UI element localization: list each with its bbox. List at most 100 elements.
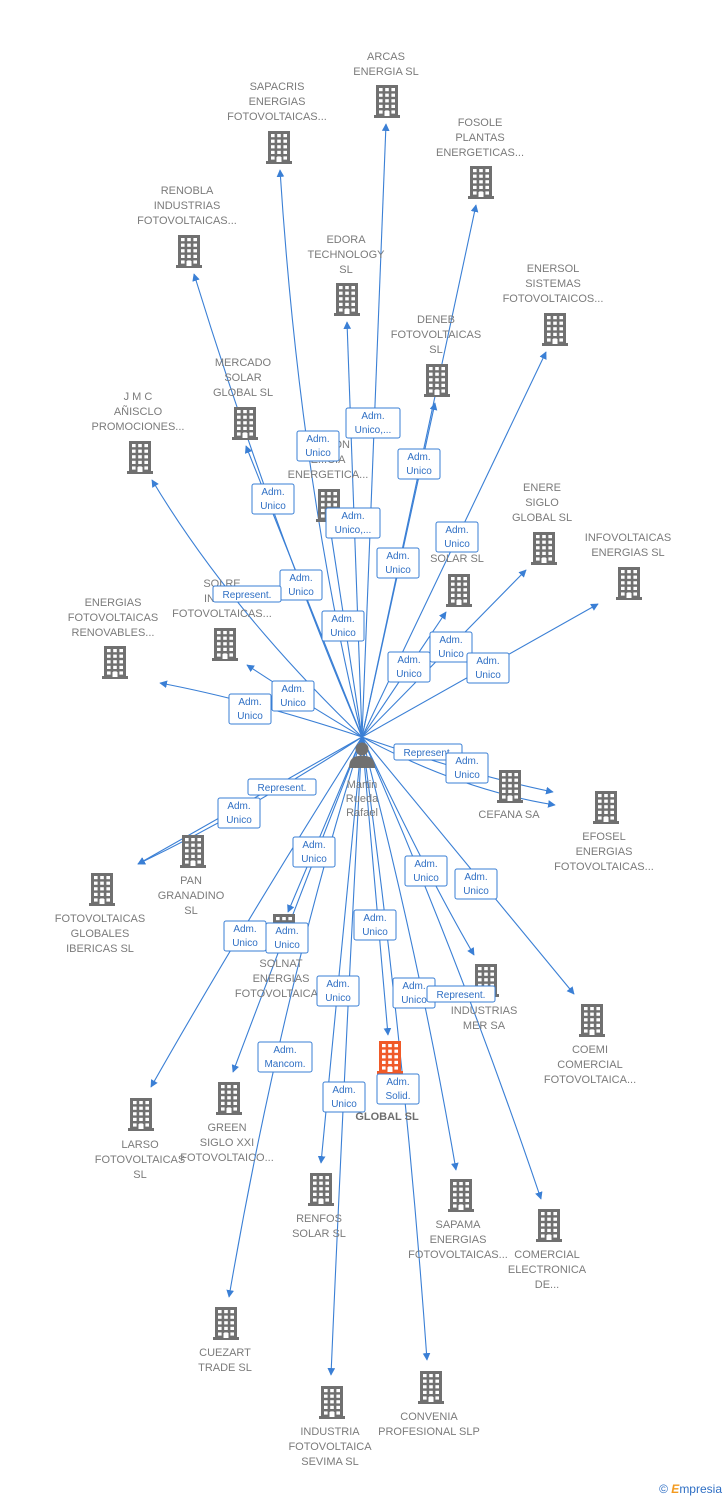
edge-label-edora[interactable]: Adm.Unico,...: [325, 507, 381, 539]
edge-label-larso[interactable]: Adm.Unico: [223, 920, 267, 952]
building-icon: [468, 166, 494, 199]
edge-label-text: Unico: [463, 886, 489, 897]
edge-label-solnat[interactable]: Adm.Unico: [292, 836, 336, 868]
edge-label-enere[interactable]: Adm.Unico: [429, 631, 473, 663]
edge-label-solar[interactable]: Adm.Unico: [387, 651, 431, 683]
edge-label-cefana[interactable]: Represent.: [393, 743, 463, 761]
company-node-efosel[interactable]: EFOSELENERGIASFOTOVOLTAICAS...: [554, 791, 654, 873]
company-name-line: ELECTRONICA: [508, 1264, 587, 1276]
company-node-comercial_elec[interactable]: COMERCIALELECTRONICADE...: [508, 1209, 587, 1291]
edge-label-comercial_elec[interactable]: Represent.: [426, 985, 496, 1003]
edge-label-infovoltaicas[interactable]: Adm.Unico: [466, 652, 510, 684]
edge-label-fosole[interactable]: Adm.Unico: [397, 448, 441, 480]
building-icon: [212, 628, 238, 661]
company-name-line: GLOBAL SL: [512, 512, 572, 524]
company-node-fosole[interactable]: FOSOLEPLANTASENERGETICAS...: [436, 117, 524, 199]
building-icon: [531, 532, 557, 565]
edge-label-industrias_mer[interactable]: Adm.Unico: [404, 855, 448, 887]
building-icon: [579, 1004, 605, 1037]
edge-label-text: Solid.: [385, 1091, 410, 1102]
company-node-sapama[interactable]: SAPAMAENERGIASFOTOVOLTAICAS...: [408, 1179, 508, 1261]
company-node-solar[interactable]: SOLAR SL: [430, 553, 484, 607]
company-node-energias_renov[interactable]: ENERGIASFOTOVOLTAICASRENOVABLES...: [68, 597, 158, 679]
edge-label-solre[interactable]: Adm.Unico: [271, 680, 315, 712]
edge-label-mercado[interactable]: Adm.Unico: [279, 569, 323, 601]
edge-label-arcas[interactable]: Adm.Unico,...: [345, 407, 401, 439]
edge-label-acion[interactable]: Adm.Unico: [321, 610, 365, 642]
edge-label-efosel[interactable]: Adm.Unico: [445, 752, 489, 784]
edge-label-text: Adm.: [306, 434, 329, 445]
edge-label-text: Adm.: [414, 859, 437, 870]
edge-label-text: Adm.: [361, 411, 384, 422]
company-node-jmc[interactable]: J M CAÑISCLOPROMOCIONES...: [92, 391, 185, 474]
company-node-cefana[interactable]: CEFANA SA: [478, 770, 540, 821]
edge-label-energias_renov[interactable]: Adm.Unico: [228, 693, 272, 725]
company-node-sapacris[interactable]: SAPACRISENERGIASFOTOVOLTAICAS...: [227, 81, 327, 164]
company-node-coemi[interactable]: COEMICOMERCIALFOTOVOLTAICA...: [544, 1004, 636, 1086]
company-name-line: GRANADINO: [158, 890, 225, 902]
person-name-line: Martin: [347, 779, 378, 791]
company-name-line: GREEN: [207, 1122, 246, 1134]
building-icon: [334, 283, 360, 316]
company-name-line: FOTOVOLTAICAS...: [554, 861, 654, 873]
edge-label-text: Unico: [226, 815, 252, 826]
edge-label-convenia[interactable]: Adm.Solid.: [376, 1073, 420, 1105]
company-name-line: PAN: [180, 875, 202, 887]
company-name-line: ENERGIA SL: [353, 66, 418, 78]
company-node-global_hl[interactable]: GLOBAL SL: [355, 1041, 419, 1123]
edge-label-sapacris[interactable]: Adm.Unico: [296, 430, 340, 462]
edge-label-coemi[interactable]: Adm. Unico: [454, 868, 498, 900]
edge-label-cuezart[interactable]: Adm.Mancom.: [257, 1041, 313, 1073]
building-icon: [216, 1082, 242, 1115]
edge-label-deneb[interactable]: Adm.Unico: [376, 547, 420, 579]
company-node-solre[interactable]: SOLREINDU...FOTOVOLTAICAS...: [172, 578, 272, 661]
company-node-renobla[interactable]: RENOBLAINDUSTRIASFOTOVOLTAICAS...: [137, 185, 237, 268]
edge-label-global_hl[interactable]: Adm.Unico: [353, 909, 397, 941]
edge-label-green[interactable]: Adm.Unico: [265, 922, 309, 954]
edge-label-text: Represent.: [258, 783, 307, 794]
edge-label-text: Adm.: [464, 872, 487, 883]
building-icon: [308, 1173, 334, 1206]
edge-label-industria_sevima[interactable]: Adm.Unico: [322, 1081, 366, 1113]
edge-label-pan[interactable]: Adm.Unico: [217, 797, 261, 829]
edge-label-fotov_globales[interactable]: Represent.: [247, 778, 317, 796]
edge-label-renfos[interactable]: Adm.Unico: [316, 975, 360, 1007]
company-node-enersol[interactable]: ENERSOLSISTEMASFOTOVOLTAICOS...: [503, 263, 604, 346]
company-name-line: FOTOVOLTAICO...: [180, 1152, 274, 1164]
edge-label-jmc[interactable]: Represent.: [212, 585, 282, 603]
building-icon: [89, 873, 115, 906]
company-name-line: CEFANA SA: [478, 809, 540, 821]
company-name-line: AÑISCLO: [114, 405, 163, 418]
company-name-line: DE...: [535, 1279, 559, 1291]
building-icon: [542, 313, 568, 346]
company-name-line: FOTOVOLTAICA: [288, 1441, 372, 1453]
edge-label-text: Unico: [301, 854, 327, 865]
building-icon: [374, 85, 400, 118]
building-icon: [180, 835, 206, 868]
edge-label-text: Adm.: [402, 981, 425, 992]
company-name-line: RENOVABLES...: [72, 627, 155, 639]
edge-line-industria_sevima: [327, 736, 363, 1376]
company-name-line: CONVENIA: [400, 1411, 458, 1423]
edge-label-renobla[interactable]: Adm.Unico: [251, 483, 295, 515]
brand-name: mpresia: [679, 1482, 722, 1496]
edge-label-text: Represent.: [223, 590, 272, 601]
edge-label-enersol[interactable]: Adm.Unico: [435, 521, 479, 553]
